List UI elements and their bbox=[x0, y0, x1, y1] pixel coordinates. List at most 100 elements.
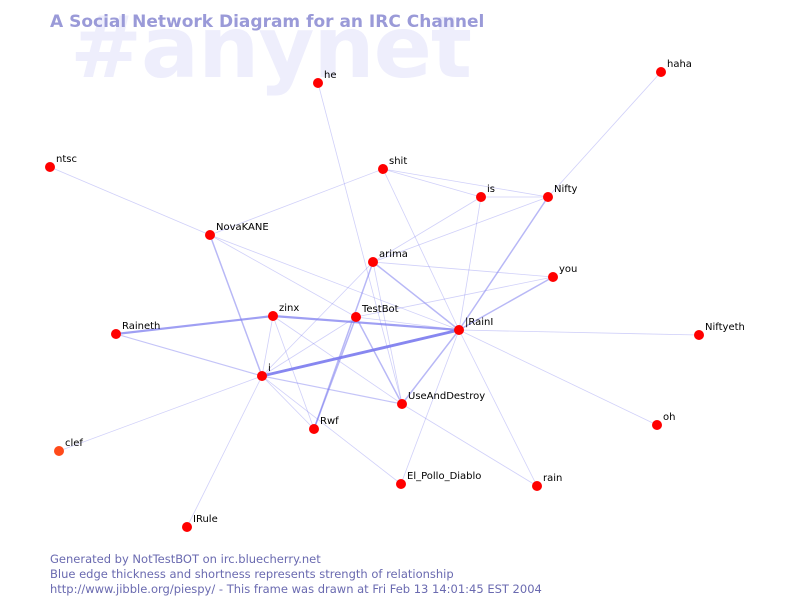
edge-i-testbot bbox=[261, 316, 357, 377]
node-label: clef bbox=[65, 438, 83, 449]
edge-i-irule bbox=[186, 375, 263, 528]
edge-arima-rwf bbox=[313, 261, 374, 430]
footer-legend-note: Blue edge thickness and shortness repres… bbox=[50, 567, 454, 581]
node-label: oh bbox=[663, 412, 675, 423]
edge-ntsc-novakane bbox=[49, 166, 211, 236]
node-label: Rwf bbox=[320, 416, 339, 427]
node-dot bbox=[45, 162, 55, 172]
node-label: he bbox=[324, 70, 337, 81]
node-dot bbox=[313, 78, 323, 88]
node-useanddestroy: UseAndDestroy bbox=[397, 391, 485, 409]
node-dot bbox=[548, 272, 558, 282]
edge-arima-you bbox=[372, 261, 554, 278]
node-clef: clef bbox=[54, 438, 83, 456]
edge-is-iraini bbox=[458, 196, 482, 331]
node-label: is bbox=[487, 184, 495, 195]
edge-novakane-testbot bbox=[209, 234, 357, 318]
edge-iraini-you bbox=[458, 276, 554, 331]
edge-novakane-i bbox=[209, 234, 263, 377]
edge-testbot-iraini bbox=[355, 316, 460, 331]
node-you: you bbox=[548, 264, 577, 282]
node-label: El_Pollo_Diablo bbox=[407, 471, 481, 482]
edge-novakane-shit bbox=[209, 168, 384, 236]
edge-iraini-useanddestroy bbox=[401, 329, 460, 405]
node-label: Raineth bbox=[122, 321, 160, 332]
edge-iraini-oh bbox=[458, 329, 658, 426]
edge-raineth-zinx bbox=[114, 314, 275, 336]
edge-arima-iraini bbox=[372, 261, 460, 331]
edge-zinx-rwf bbox=[272, 315, 315, 430]
node-i: i bbox=[257, 363, 271, 381]
node-rwf: Rwf bbox=[309, 416, 339, 434]
node-label: rain bbox=[543, 473, 562, 484]
node-he: he bbox=[313, 70, 337, 88]
node-dot bbox=[476, 192, 486, 202]
node-dot bbox=[378, 164, 388, 174]
node-dot bbox=[656, 67, 666, 77]
edge-i-el_pollo_diablo bbox=[261, 375, 402, 485]
node-testbot: TestBot bbox=[351, 304, 399, 322]
edge-testbot-you bbox=[355, 276, 554, 318]
node-dot bbox=[543, 192, 553, 202]
edge-iraini-i bbox=[260, 328, 461, 378]
node-label: zinx bbox=[279, 303, 299, 314]
node-label: NovaKANE bbox=[216, 222, 269, 233]
node-novakane: NovaKANE bbox=[205, 222, 269, 240]
node-ntsc: ntsc bbox=[45, 154, 77, 172]
edge-i-useanddestroy bbox=[261, 375, 403, 405]
node-label: TestBot bbox=[361, 304, 399, 315]
node-nifty: Nifty bbox=[543, 184, 578, 202]
edge-iraini-el_pollo_diablo bbox=[400, 329, 460, 485]
node-label: IRule bbox=[193, 514, 218, 525]
node-dot bbox=[454, 325, 464, 335]
node-shit: shit bbox=[378, 156, 407, 174]
node-haha: haha bbox=[656, 59, 692, 77]
node-label: haha bbox=[667, 59, 692, 70]
node-label: i bbox=[268, 363, 271, 374]
node-dot bbox=[397, 399, 407, 409]
edge-novakane-iraini bbox=[209, 234, 460, 331]
node-label: arima bbox=[379, 249, 408, 260]
edge-useanddestroy-rain bbox=[401, 403, 538, 487]
node-dot bbox=[694, 330, 704, 340]
footer-source-link: http://www.jibble.org/piespy/ - This fra… bbox=[50, 582, 542, 596]
node-dot bbox=[396, 479, 406, 489]
footer-generated-by: Generated by NotTestBOT on irc.bluecherr… bbox=[50, 552, 321, 566]
node-label: shit bbox=[389, 156, 407, 167]
edge-zinx-iraini bbox=[271, 314, 461, 332]
node-iraini: |RainI bbox=[454, 317, 493, 335]
edge-shit-nifty bbox=[382, 168, 549, 198]
edge-iraini-rain bbox=[458, 329, 538, 487]
node-label: ntsc bbox=[56, 154, 77, 165]
node-label: you bbox=[559, 264, 577, 275]
edge-shit-iraini bbox=[382, 168, 460, 331]
edge-haha-nifty bbox=[547, 71, 662, 198]
node-label: Niftyeth bbox=[705, 322, 745, 333]
node-arima: arima bbox=[368, 249, 408, 267]
node-zinx: zinx bbox=[268, 303, 299, 321]
node-rain: rain bbox=[532, 473, 562, 491]
edge-zinx-useanddestroy bbox=[272, 315, 403, 405]
edge-is-arima bbox=[372, 196, 482, 263]
edge-iraini-nifty bbox=[458, 196, 549, 331]
node-dot bbox=[205, 230, 215, 240]
node-raineth: Raineth bbox=[111, 321, 160, 339]
node-dot bbox=[652, 420, 662, 430]
node-dot bbox=[182, 522, 192, 532]
edge-i-zinx bbox=[261, 315, 274, 377]
node-dot bbox=[532, 481, 542, 491]
node-dot bbox=[368, 257, 378, 267]
edge-arima-useanddestroy bbox=[372, 261, 403, 405]
edge-shit-is bbox=[382, 168, 482, 198]
channel-watermark: #anynet bbox=[70, 0, 472, 98]
edge-he-useanddestroy bbox=[317, 82, 403, 405]
node-oh: oh bbox=[652, 412, 675, 430]
node-label: UseAndDestroy bbox=[408, 391, 485, 402]
node-label: Nifty bbox=[554, 184, 578, 195]
edges-layer bbox=[49, 71, 700, 528]
diagram-title: A Social Network Diagram for an IRC Chan… bbox=[50, 12, 485, 32]
edge-testbot-useanddestroy bbox=[355, 316, 403, 405]
node-niftyeth: Niftyeth bbox=[694, 322, 745, 340]
